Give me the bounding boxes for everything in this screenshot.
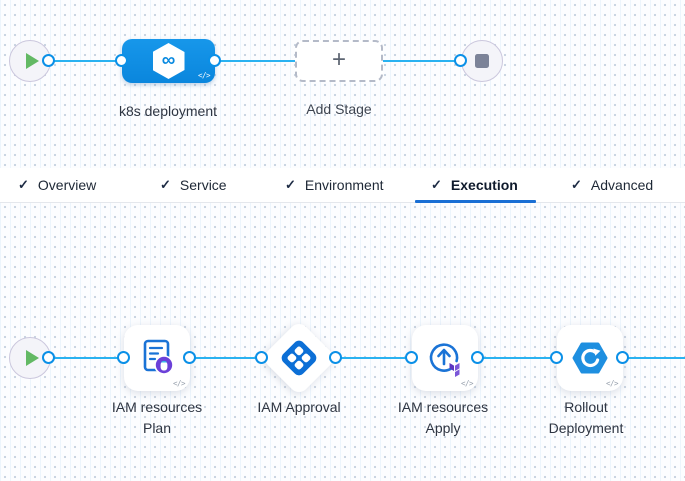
edge [476,357,559,359]
plus-icon: + [331,45,346,73]
connector-port[interactable] [115,54,128,67]
stop-icon [475,54,489,68]
step-iam-resources-plan[interactable]: </> [124,325,190,391]
step-label: IAM resources Plan [111,399,203,436]
connector-port[interactable] [42,351,55,364]
edge [30,357,126,359]
tab-execution[interactable]: ✓ Execution [431,168,518,201]
add-stage-label: Add Stage [306,101,372,117]
step-iam-approval[interactable] [260,319,338,397]
edge [213,60,297,62]
harness-cd-stage-icon: ∞ [152,43,185,79]
connector-port[interactable] [454,54,467,67]
connector-port[interactable] [255,351,268,364]
pipeline-start-node[interactable] [9,40,51,82]
edge [188,357,264,359]
stage-node-k8s-deployment[interactable]: ∞ </> [122,39,215,83]
connector-port[interactable] [471,351,484,364]
step-label: IAM resources Apply [397,399,489,436]
connector-port[interactable] [329,351,342,364]
check-icon: ✓ [160,177,171,192]
infinity-glyph: ∞ [161,49,176,71]
tab-overview[interactable]: ✓ Overview [18,168,96,201]
connector-port[interactable] [42,54,55,67]
connector-port[interactable] [405,351,418,364]
edge [30,60,124,62]
rollout-deployment-icon [572,342,608,374]
terraform-plan-icon [143,339,174,375]
play-icon [25,350,39,366]
edge [334,357,414,359]
terraform-apply-icon [429,343,460,377]
yaml-code-icon[interactable]: </> [605,379,619,388]
step-label: Rollout Deployment [548,399,624,436]
tab-label: Service [179,176,227,193]
stage-graph-canvas[interactable]: ∞ </> + k8s deployment Add Stage [0,0,685,168]
tab-label: Execution [450,176,518,193]
stage-config-tabbar: ✓ Overview ✓ Service ✓ Environment ✓ Exe… [0,168,685,203]
active-tab-underline [415,200,536,203]
tab-label: Environment [304,176,384,193]
tab-label: Overview [37,176,97,193]
tab-advanced[interactable]: ✓ Advanced [571,168,653,201]
execution-graph-canvas[interactable]: </> </> [0,202,685,481]
connector-port[interactable] [208,54,221,67]
connector-port[interactable] [550,351,563,364]
step-label: IAM Approval [257,399,341,415]
play-icon [25,53,39,69]
connector-port[interactable] [183,351,196,364]
tab-service[interactable]: ✓ Service [160,168,227,201]
edge [381,60,463,62]
yaml-code-icon[interactable]: </> [197,71,211,80]
stage-label: k8s deployment [118,103,218,119]
check-icon: ✓ [571,177,582,192]
connector-port[interactable] [616,351,629,364]
yaml-code-icon[interactable]: </> [172,379,186,388]
tab-environment[interactable]: ✓ Environment [285,168,384,201]
step-rollout-deployment[interactable]: </> [557,325,623,391]
pipeline-end-node[interactable] [461,40,503,82]
check-icon: ✓ [431,177,442,192]
check-icon: ✓ [18,177,29,192]
yaml-code-icon[interactable]: </> [460,379,474,388]
edge [621,357,685,359]
step-iam-resources-apply[interactable]: </> [412,325,478,391]
add-stage-button[interactable]: + [295,40,383,82]
connector-port[interactable] [117,351,130,364]
check-icon: ✓ [285,177,296,192]
tab-label: Advanced [590,176,654,193]
